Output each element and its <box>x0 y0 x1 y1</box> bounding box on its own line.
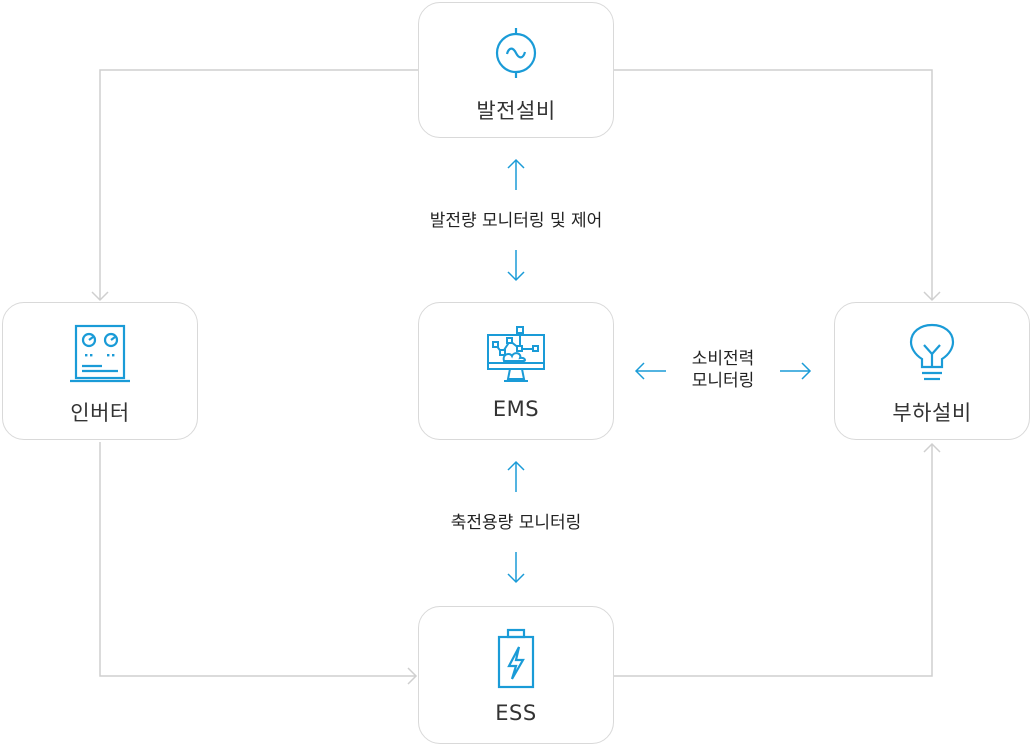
node-load: 부하설비 <box>834 302 1030 440</box>
inverter-panel-icon <box>70 324 130 383</box>
node-generator: 발전설비 <box>418 2 614 138</box>
node-ess: ESS <box>418 606 614 744</box>
label-consumption-line2: 모니터링 <box>691 371 755 391</box>
arrowhead-down-ems-top <box>507 271 525 282</box>
monitor-network-icon <box>487 326 545 382</box>
ac-generator-icon <box>495 28 537 78</box>
line-ess-to-load <box>614 444 933 677</box>
battery-charge-icon <box>497 628 535 689</box>
arrowhead-down-ess <box>507 573 525 584</box>
arrowhead-right-load <box>801 362 812 380</box>
label-consumption-line1: 소비전력 <box>691 349 755 369</box>
arrowhead-up-generator <box>507 158 525 169</box>
arrowhead-up-ems-bottom <box>507 460 525 471</box>
arrowhead-left-ems <box>634 362 645 380</box>
label-generation-monitoring: 발전량 모니터링 및 제어 <box>429 211 603 231</box>
node-ems: EMS <box>418 302 614 440</box>
lightbulb-icon <box>909 323 955 381</box>
inverter-label: 인버터 <box>70 401 130 425</box>
line-generator-to-inverter <box>99 69 418 300</box>
line-generator-to-load <box>614 69 933 300</box>
generator-label: 발전설비 <box>476 99 556 123</box>
line-inverter-to-ess <box>99 442 416 677</box>
arrowhead-ess-left <box>407 667 418 685</box>
arrowhead-inverter-top <box>91 291 109 302</box>
ems-label: EMS <box>492 397 540 421</box>
node-inverter: 인버터 <box>2 302 198 440</box>
load-label: 부하설비 <box>892 401 972 425</box>
label-consumption-monitoring: 소비전력 모니터링 <box>668 348 778 392</box>
arrowhead-load-bottom <box>923 442 941 453</box>
ess-label: ESS <box>495 701 537 725</box>
arrowhead-load-top <box>923 291 941 302</box>
label-storage-monitoring: 축전용량 모니터링 <box>450 513 582 533</box>
